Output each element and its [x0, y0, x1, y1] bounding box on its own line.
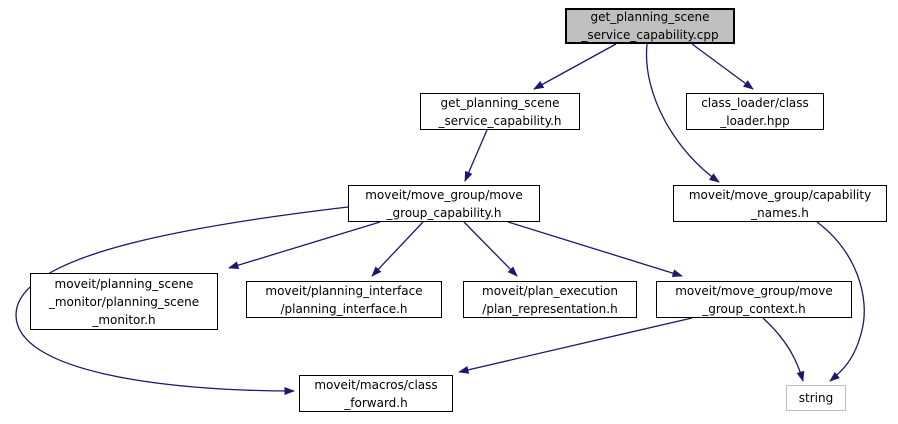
edge-move-group-capability-to-class-forward [15, 206, 349, 395]
node-class-forward-h[interactable]: moveit/macros/class _forward.h [299, 375, 453, 412]
edge-move-group-capability-to-move-group-context [507, 221, 683, 278]
node-move-group-capability-h[interactable]: moveit/move_group/move _group_capability… [348, 185, 540, 222]
node-class-loader-hpp[interactable]: class_loader/class _loader.hpp [686, 93, 824, 130]
node-capability-names-h[interactable]: moveit/move_group/capability _names.h [673, 185, 887, 222]
node-get-planning-scene-service-capability-h[interactable]: get_planning_scene _service_capability.h [420, 93, 580, 130]
node-planning-interface-h[interactable]: moveit/planning_interface /planning_inte… [246, 281, 442, 318]
edge-gps-h-to-move-group-capability [464, 129, 488, 182]
edge-move-group-context-to-class-forward [458, 317, 693, 374]
edge-root-to-gps-h [533, 43, 617, 90]
edge-root-to-capability-names [645, 43, 720, 183]
node-string: string [786, 385, 846, 411]
node-plan-representation-h[interactable]: moveit/plan_execution /plan_representati… [463, 281, 637, 318]
edge-capability-names-to-string [816, 221, 865, 382]
node-planning-scene-monitor-h[interactable]: moveit/planning_scene _monitor/planning_… [30, 273, 218, 330]
node-move-group-context-h[interactable]: moveit/move_group/move _group_context.h [656, 281, 852, 318]
edge-move-group-capability-to-planning-interface [371, 221, 424, 277]
edge-move-group-capability-to-plan-representation [463, 221, 518, 277]
edge-root-to-class-loader [691, 43, 754, 90]
edge-move-group-context-to-string [762, 317, 805, 382]
node-get-planning-scene-service-capability-cpp[interactable]: get_planning_scene _service_capability.c… [565, 8, 735, 44]
edge-move-group-capability-to-planning-scene-monitor [228, 221, 381, 270]
